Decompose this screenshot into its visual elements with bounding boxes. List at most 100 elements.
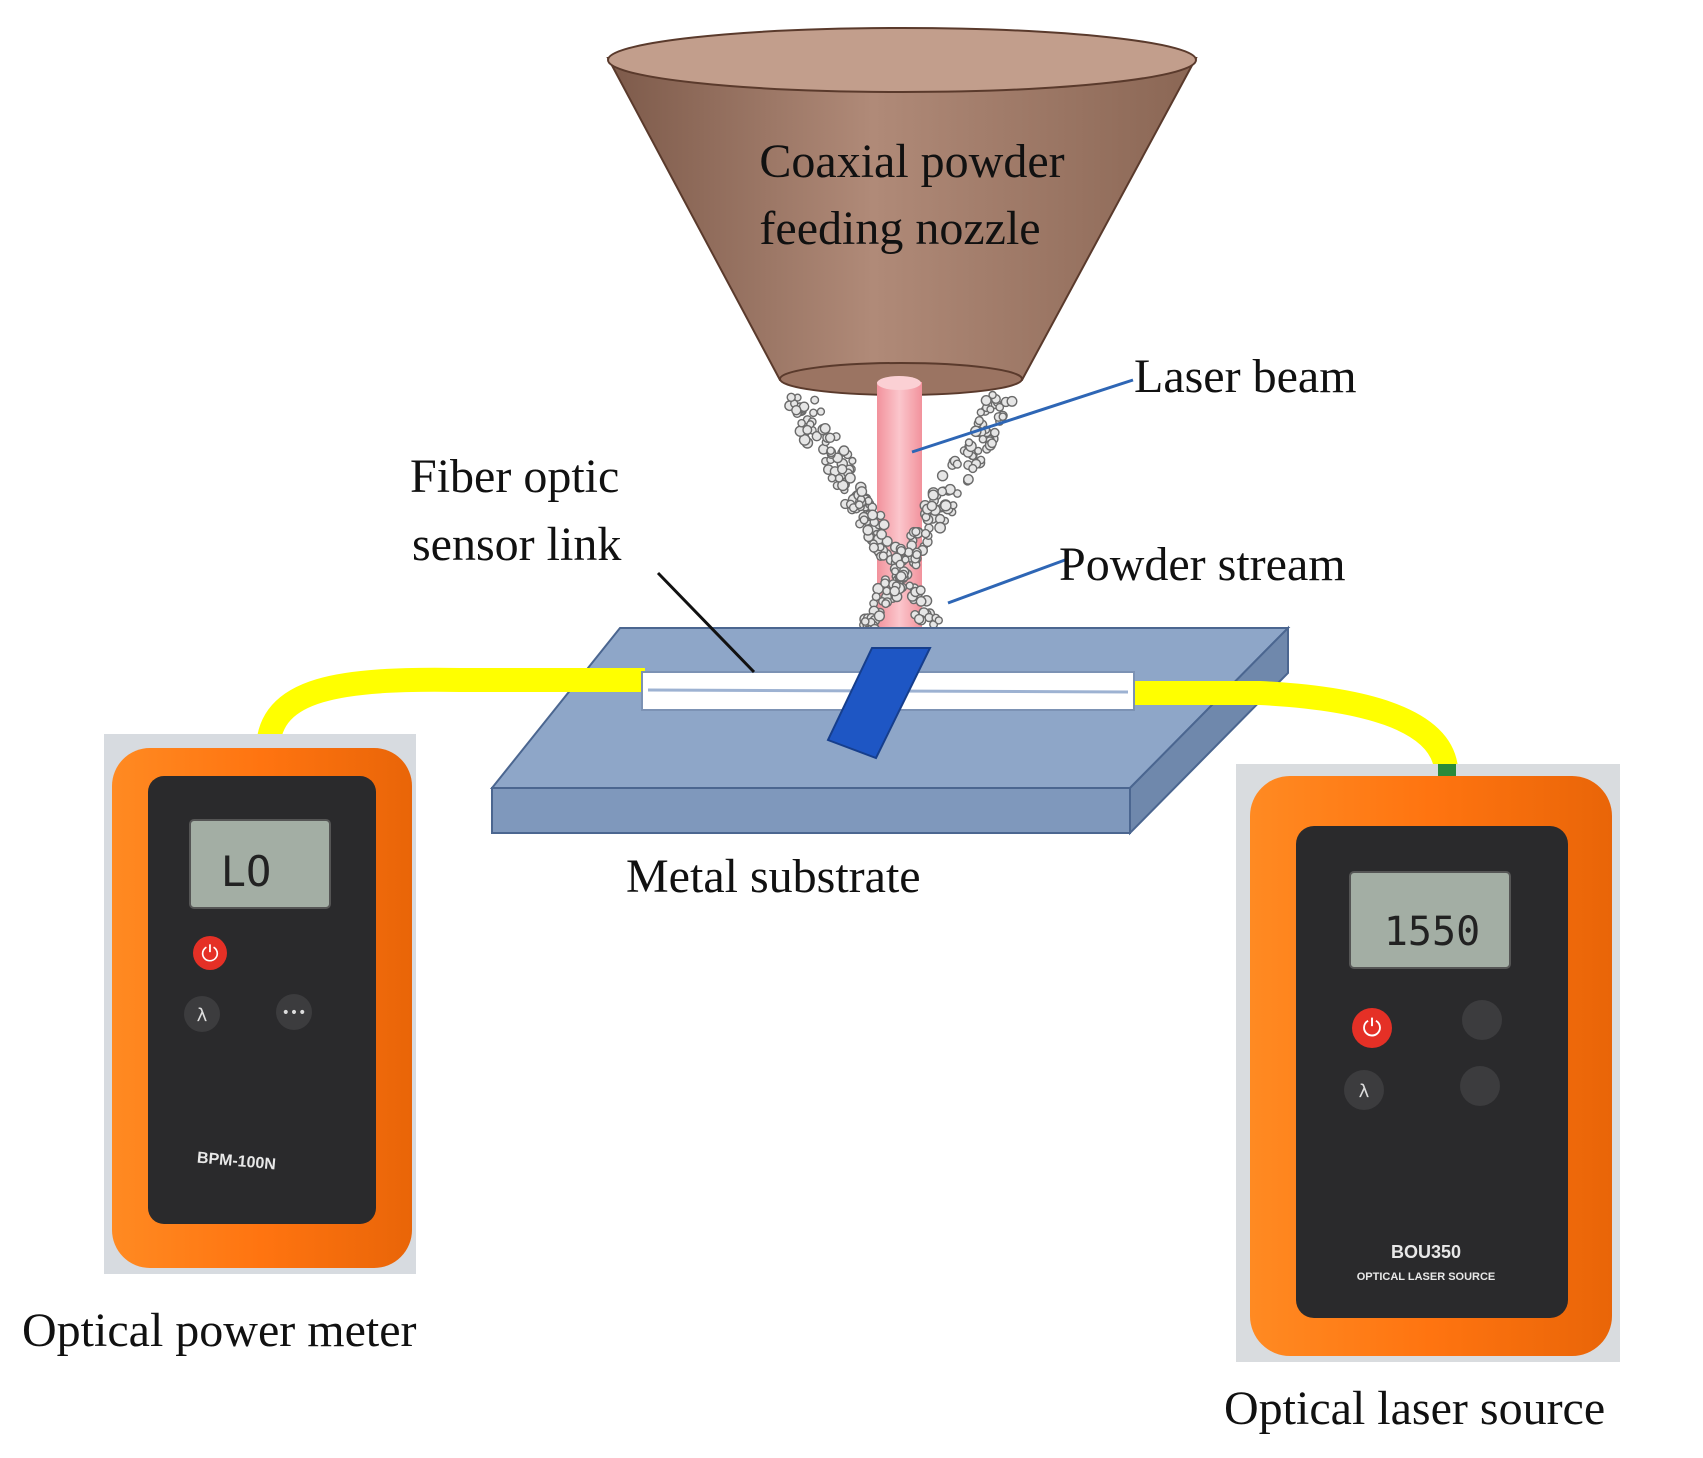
powder-particle [838, 445, 850, 457]
powder-particle [889, 585, 901, 597]
powder-particle [809, 408, 818, 418]
powder-particle [974, 416, 984, 426]
powder-particle [980, 395, 992, 407]
powder-particle [934, 616, 943, 625]
powder-particle [860, 617, 870, 626]
lambda-icon: λ [197, 1005, 208, 1026]
sensor-patch [826, 647, 932, 760]
label-fiber-line1: Fiber optic [410, 450, 619, 503]
powder-particle [901, 555, 910, 564]
powder-particle [880, 578, 890, 589]
powder-particle [978, 434, 988, 444]
powder-particle [940, 499, 952, 512]
powder-particle [854, 500, 864, 510]
label-powder-stream: Powder stream [1059, 538, 1346, 591]
powder-particle [827, 473, 837, 483]
powder-particle [911, 526, 921, 537]
fiber-cable-right [1132, 681, 1458, 771]
powder-particle [927, 489, 939, 501]
meter-menu-button [276, 994, 312, 1030]
powder-particle [819, 423, 831, 435]
powder-particle [862, 524, 874, 536]
powder-particle [988, 390, 997, 400]
powder-particle [963, 473, 974, 485]
powder-particle [878, 551, 888, 561]
powder-particle [786, 392, 796, 402]
nozzle-top-rim [607, 27, 1197, 93]
powder-particle [859, 515, 869, 525]
powder-particle [876, 529, 887, 540]
powder-particle [802, 424, 813, 435]
powder-particle [976, 408, 985, 417]
powder-particle [856, 486, 868, 497]
leader-fiber-link [656, 571, 756, 674]
fiber-cable-left [256, 667, 645, 750]
source-lcd [1349, 871, 1511, 969]
meter-lambda-button [184, 996, 220, 1032]
powder-particle [964, 438, 974, 447]
menu-icon: ••• [282, 1005, 307, 1021]
powder-particle [895, 559, 905, 569]
powder-particle [882, 586, 892, 596]
powder-particle [868, 542, 880, 553]
powder-particle [816, 407, 826, 416]
powder-particle [826, 446, 836, 456]
power-icon: ⏻ [1363, 1014, 1382, 1042]
powder-particle [791, 405, 802, 416]
powder-particle [905, 581, 914, 590]
powder-particle [867, 509, 879, 521]
powder-particle [987, 438, 997, 449]
powder-particle [936, 470, 949, 482]
powder-particle [915, 585, 926, 596]
powder-particle [912, 549, 922, 560]
powder-particle [990, 427, 1000, 438]
source-display-value: 1550 [1384, 909, 1480, 955]
labels: Coaxial powder feeding nozzle Laser beam… [22, 135, 1605, 1435]
leader-powder-stream [947, 558, 1066, 605]
label-nozzle-line1: Coaxial powder [759, 135, 1064, 188]
powder-particle [844, 472, 856, 484]
powder-particle [881, 599, 891, 609]
meter-lcd [189, 819, 331, 909]
label-laser-source: Optical laser source [1224, 1382, 1605, 1435]
powder-particle [837, 464, 848, 475]
powder-particle [915, 596, 927, 607]
meter-model: BPM-100N [196, 1150, 276, 1174]
source-power-button [1352, 1008, 1392, 1048]
source-subtitle: OPTICAL LASER SOURCE [1357, 1271, 1496, 1283]
fiber-cable [256, 667, 1458, 771]
powder-particle [878, 519, 890, 531]
optical-laser-source: 1550 ⏻ λ BOU350 OPTICAL LASER SOURCE [1236, 764, 1620, 1362]
source-dbm-button [1462, 1000, 1502, 1040]
powder-particle [895, 571, 907, 582]
powder-particle [871, 592, 881, 602]
powder-particle [811, 431, 822, 442]
label-fiber-line2: sensor link [412, 518, 621, 571]
powder-stream [784, 390, 1018, 636]
powder-particle [968, 463, 978, 474]
power-icon: ⏻ [201, 942, 218, 967]
powder-particle [834, 473, 844, 483]
powder-particle [1006, 395, 1018, 407]
source-model: BOU350 [1391, 1242, 1461, 1262]
meter-power-button [193, 936, 227, 970]
lambda-icon: λ [1359, 1081, 1370, 1102]
label-power-meter: Optical power meter [22, 1304, 417, 1357]
powder-particle [873, 610, 886, 622]
powder-particle [824, 432, 836, 443]
leader-laser-beam [911, 378, 1134, 454]
powder-particle [920, 528, 931, 539]
powder-particle [998, 412, 1008, 422]
powder-particle [974, 446, 983, 455]
source-mod-button [1460, 1066, 1500, 1106]
substrate-front [491, 787, 1131, 834]
coaxial-nozzle [606, 27, 1198, 396]
powder-particle [890, 567, 900, 576]
powder-particle [937, 486, 948, 497]
powder-particle [952, 459, 962, 469]
powder-particle [986, 405, 995, 414]
label-laser-beam: Laser beam [1134, 350, 1357, 403]
optical-power-meter: LO ⏻ λ ••• BPM-100N [104, 734, 416, 1274]
powder-particle [995, 402, 1005, 412]
